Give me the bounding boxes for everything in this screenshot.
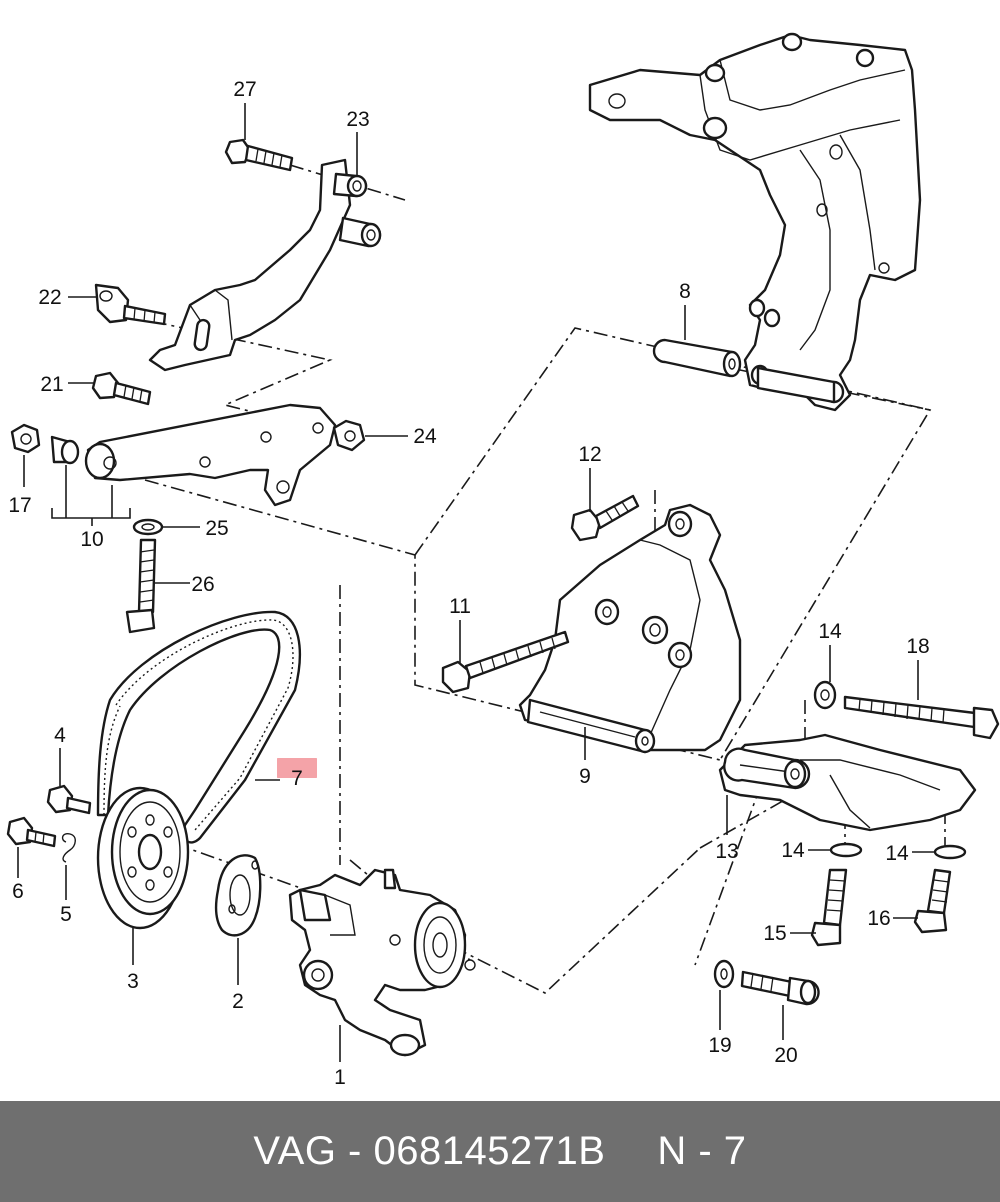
callout-8: 8 (679, 280, 691, 303)
callout-2: 2 (232, 990, 244, 1013)
callout-14-top: 14 (818, 620, 842, 643)
callout-17: 17 (8, 494, 31, 517)
highlight-box-7-body (277, 758, 317, 778)
spacer-10 (50, 435, 80, 465)
callout-14-right: 14 (885, 842, 909, 865)
callout-15: 15 (763, 922, 786, 945)
callout-5: 5 (60, 903, 72, 926)
bolt-18 (843, 695, 1000, 740)
flange-2 (214, 854, 262, 937)
bracket-13 (718, 733, 977, 832)
washer-14-left (829, 842, 863, 858)
washer-14-right (933, 844, 967, 860)
part-number-footer: VAG - 068145271B N - 7 (0, 1101, 1000, 1202)
bolt-6 (6, 816, 57, 848)
callout-19: 19 (708, 1034, 731, 1057)
callout-11: 11 (449, 595, 471, 618)
callout-21: 21 (40, 373, 63, 396)
bracket-23 (148, 158, 382, 372)
callout-9: 9 (579, 765, 591, 788)
callout-4: 4 (54, 724, 66, 747)
callout-13: 13 (715, 840, 738, 863)
pump-bracket-9 (518, 503, 742, 754)
callout-23: 23 (346, 108, 369, 131)
washer-14-top (813, 680, 837, 710)
pulley-3 (96, 786, 190, 930)
callout-12: 12 (578, 443, 601, 466)
part-number-label: VAG - 068145271B (253, 1129, 606, 1173)
callout-labels: 27 23 22 21 24 17 10 25 26 8 12 11 9 14 … (8, 78, 929, 1089)
bolt-21 (91, 371, 152, 406)
exploded-parts-diagram: 27 23 22 21 24 17 10 25 26 8 12 11 9 14 … (6, 32, 1000, 1089)
bolt-15 (810, 868, 848, 947)
bolt-12 (570, 494, 640, 542)
bolt-26 (125, 538, 157, 634)
callout-3: 3 (127, 970, 139, 993)
callout-20: 20 (774, 1044, 797, 1067)
callout-22: 22 (38, 286, 61, 309)
clip-5 (61, 832, 76, 863)
nut-17 (10, 423, 41, 454)
callout-10: 10 (80, 528, 103, 551)
bolt-20 (740, 970, 820, 1006)
diagram-position-label: N - 7 (657, 1129, 747, 1173)
callout-27: 27 (233, 78, 256, 101)
bolt-22 (94, 283, 167, 326)
callout-24: 24 (413, 425, 437, 448)
bolt-27 (224, 138, 294, 172)
callout-1: 1 (334, 1066, 346, 1089)
bolt-16 (913, 868, 952, 934)
plate-10 (84, 403, 337, 507)
bolt-11 (441, 630, 570, 694)
callout-25: 25 (205, 517, 228, 540)
leader-lines (17, 103, 935, 1062)
callout-6: 6 (12, 880, 24, 903)
pump-1 (288, 868, 476, 1057)
v-belt-7 (96, 610, 301, 844)
washer-19 (713, 959, 735, 989)
bolt-4 (46, 784, 92, 815)
sleeve-8 (652, 338, 742, 378)
washer-25 (132, 518, 164, 536)
callout-7: 7 (291, 767, 303, 790)
mounting-bracket (588, 32, 922, 412)
callout-14-left: 14 (781, 839, 805, 862)
callout-16: 16 (867, 907, 890, 930)
callout-26: 26 (191, 573, 214, 596)
callout-18: 18 (906, 635, 929, 658)
nut-24 (332, 419, 366, 452)
